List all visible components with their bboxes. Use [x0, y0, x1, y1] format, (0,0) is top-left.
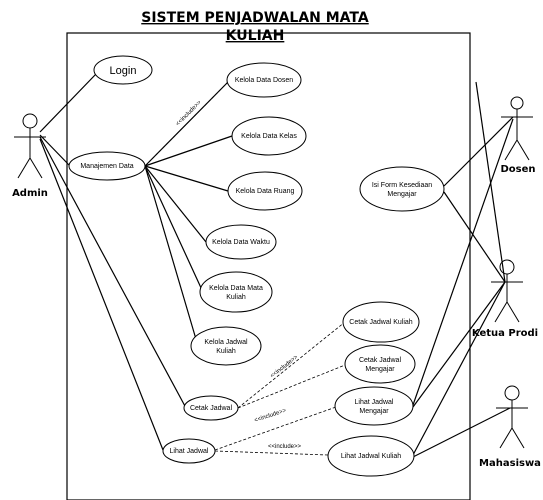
use-case-lihat-jadwal-mengajar-label-1: Lihat Jadwal — [355, 399, 394, 406]
include-line-lihat-mengajar — [214, 406, 337, 451]
actor-admin-icon — [14, 113, 46, 179]
assoc-dosen-isiform — [443, 116, 514, 187]
actor-dosen-icon — [501, 96, 533, 161]
assoc-kaprodi-dosen — [475, 81, 506, 283]
use-case-cetak-jadwal-mengajar-label-2: Mengajar — [365, 366, 395, 373]
use-case-kelola-mata-kuliah-label-1: Kelola Data Mata — [209, 285, 263, 292]
use-case-lihat-jadwal-label: Lihat Jadwal — [170, 448, 209, 455]
include-lines — [144, 79, 346, 456]
actor-dosen-label: Dosen — [500, 164, 535, 175]
include-label-manajemen: <<include>> — [175, 99, 203, 127]
actor-mahasiswa[interactable]: Mahasiswa — [479, 385, 541, 469]
use-case-isi-form-label-1: Isi Form Kesediaan — [372, 182, 432, 189]
use-case-manajemen-data[interactable]: Manajemen Data — [68, 151, 146, 181]
use-case-isi-form-label-2: Mengajar — [387, 191, 417, 198]
use-case-manajemen-data-label: Manajemen Data — [80, 163, 133, 170]
use-case-kelola-waktu[interactable]: Kelola Data Waktu — [205, 224, 277, 260]
assoc-kaprodi-lihatmengajar — [412, 281, 506, 408]
link-manajemen-ruang — [144, 165, 229, 192]
link-manajemen-jadwal — [144, 165, 199, 347]
use-case-cetak-jadwal[interactable]: Cetak Jadwal — [183, 395, 239, 421]
actor-mahasiswa-icon — [496, 385, 528, 449]
use-case-kelola-jadwal-label-2: Kuliah — [216, 348, 236, 355]
link-manajemen-waktu — [144, 165, 207, 243]
use-case-cetak-jadwal-kuliah[interactable]: Cetak Jadwal Kuliah — [342, 301, 420, 343]
assoc-admin-manajemen — [39, 134, 71, 167]
use-case-kelola-ruang-label: Kelola Data Ruang — [236, 188, 295, 195]
use-case-lihat-jadwal-kuliah-label: Lihat Jadwal Kuliah — [341, 453, 401, 460]
use-case-cetak-jadwal-mengajar[interactable]: Cetak Jadwal Mengajar — [344, 344, 416, 384]
include-label-lihat-mengajar: <<include>> — [254, 408, 288, 424]
assoc-dosen-lihatmengajar — [412, 118, 514, 406]
actor-ketua-prodi[interactable]: Ketua Prodi — [472, 259, 538, 339]
link-manajemen-kelas — [144, 135, 233, 167]
system-boundary — [66, 32, 471, 500]
use-case-kelola-jadwal-label-1: Kelola Jadwal — [204, 339, 248, 346]
diagram-title-line-2: KULIAH — [226, 28, 285, 44]
use-case-kelola-mata-kuliah-label-2: Kuliah — [226, 294, 246, 301]
include-line-cetak-kuliah — [237, 321, 346, 409]
include-line-manajemen — [144, 79, 231, 167]
use-case-lihat-jadwal-kuliah[interactable]: Lihat Jadwal Kuliah — [327, 435, 415, 477]
assoc-admin-lihat — [39, 138, 164, 451]
use-case-kelola-dosen-label: Kelola Data Dosen — [235, 77, 293, 84]
use-case-cetak-jadwal-mengajar-label-1: Cetak Jadwal — [359, 357, 401, 364]
use-case-isi-form-kesediaan[interactable]: Isi Form Kesediaan Mengajar — [359, 166, 445, 212]
assoc-mahasiswa-lihatkuliah — [412, 407, 511, 458]
use-case-lihat-jadwal-mengajar-label-2: Mengajar — [359, 408, 389, 415]
use-case-lihat-jadwal-mengajar[interactable]: Lihat Jadwal Mengajar — [334, 386, 414, 426]
include-label-cetak: <<include>> — [270, 354, 300, 379]
assoc-admin-cetak — [39, 136, 187, 409]
actor-ketua-prodi-icon — [491, 259, 523, 323]
include-label-lihat-kuliah: <<include>> — [268, 444, 302, 450]
use-case-login-label: Login — [110, 65, 137, 77]
diagram-title-line-1: SISTEM PENJADWALAN MATA — [141, 10, 369, 26]
use-case-kelola-ruang[interactable]: Kelola Data Ruang — [227, 171, 303, 211]
use-case-login[interactable]: Login — [93, 55, 153, 85]
actor-admin-label: Admin — [12, 188, 48, 199]
assoc-kaprodi-isiform — [443, 191, 506, 283]
use-case-kelola-waktu-label: Kelola Data Waktu — [212, 239, 270, 246]
actor-admin[interactable]: Admin — [12, 113, 48, 199]
use-case-kelola-jadwal-kuliah[interactable]: Kelola Jadwal Kuliah — [190, 326, 262, 366]
use-case-kelola-mata-kuliah[interactable]: Kelola Data Mata Kuliah — [199, 271, 273, 313]
use-case-kelola-dosen[interactable]: Kelola Data Dosen — [226, 62, 302, 98]
actor-dosen[interactable]: Dosen — [500, 96, 536, 175]
assoc-admin-login — [39, 73, 97, 133]
use-case-lihat-jadwal[interactable]: Lihat Jadwal — [162, 438, 216, 464]
association-lines — [39, 73, 514, 458]
use-case-cetak-jadwal-label: Cetak Jadwal — [190, 405, 232, 412]
use-case-kelola-kelas[interactable]: Kelola Data Kelas — [231, 116, 307, 156]
include-line-lihat-kuliah — [214, 450, 329, 456]
use-case-cetak-jadwal-kuliah-label: Cetak Jadwal Kuliah — [349, 319, 413, 326]
include-line-cetak-mengajar — [237, 364, 346, 409]
actor-ketua-prodi-label: Ketua Prodi — [472, 328, 538, 339]
assoc-kaprodi-lihatkuliah — [412, 281, 506, 456]
link-manajemen-mk — [144, 165, 203, 291]
actor-mahasiswa-label: Mahasiswa — [479, 458, 541, 469]
use-case-kelola-kelas-label: Kelola Data Kelas — [241, 133, 297, 140]
